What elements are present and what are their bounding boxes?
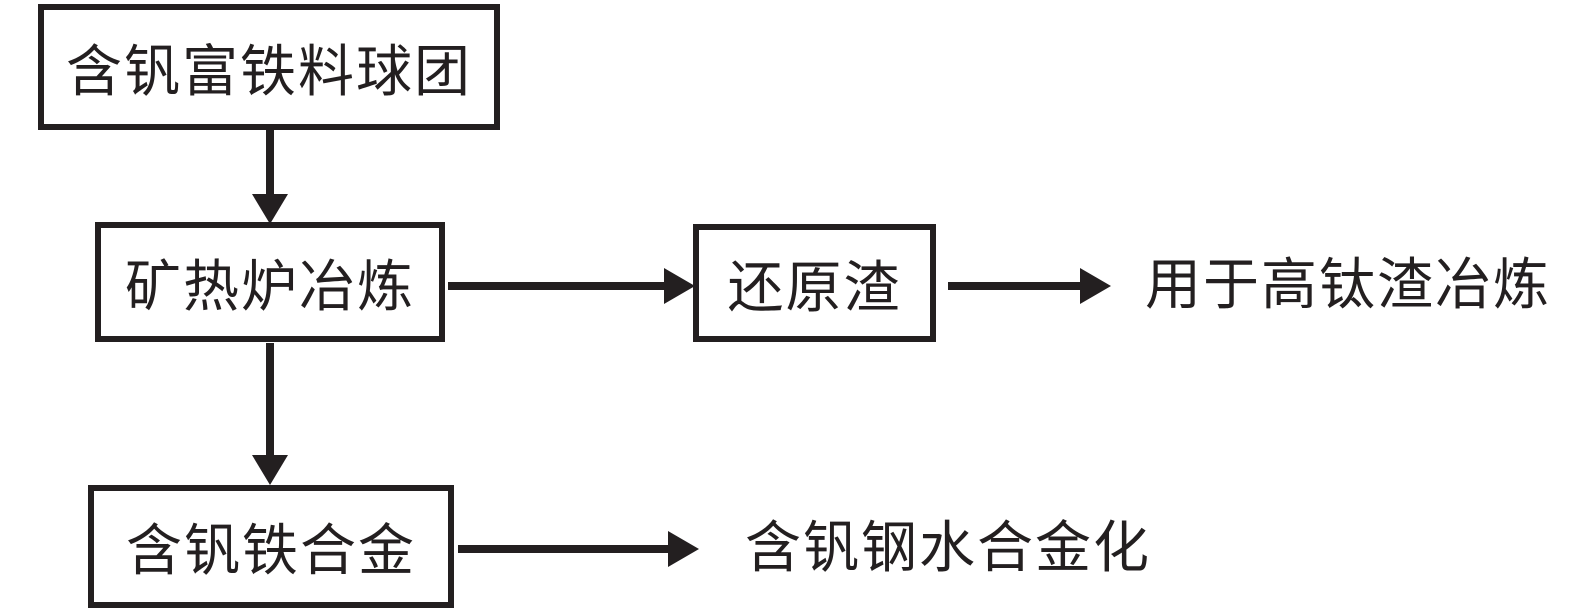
arrowhead-right-icon	[1080, 268, 1111, 304]
node-furnace: 矿热炉冶炼	[95, 222, 445, 342]
arrow-alloy-to-use	[458, 531, 699, 567]
arrow-slag-to-use	[948, 268, 1111, 304]
node-slag-label: 还原渣	[727, 255, 902, 321]
arrowhead-right-icon	[664, 268, 695, 304]
arrow-pellets-to-furnace	[252, 130, 288, 224]
node-alloy: 含钒铁合金	[88, 485, 454, 608]
node-furnace-label: 矿热炉冶炼	[125, 254, 415, 320]
arrow-furnace-to-alloy	[252, 343, 288, 485]
arrowhead-down-icon	[252, 455, 288, 485]
output-alloy-use-label: 含钒钢水合金化	[745, 516, 1151, 581]
node-pellets-label: 含钒富铁料球团	[66, 39, 472, 105]
arrow-furnace-to-slag	[448, 268, 695, 304]
output-slag-use-label: 用于高钛渣冶炼	[1145, 253, 1551, 318]
node-alloy-label: 含钒铁合金	[126, 519, 416, 584]
arrowhead-right-icon	[668, 531, 699, 567]
node-pellets: 含钒富铁料球团	[38, 4, 500, 130]
arrowhead-down-icon	[252, 194, 288, 224]
node-slag: 还原渣	[693, 224, 936, 342]
